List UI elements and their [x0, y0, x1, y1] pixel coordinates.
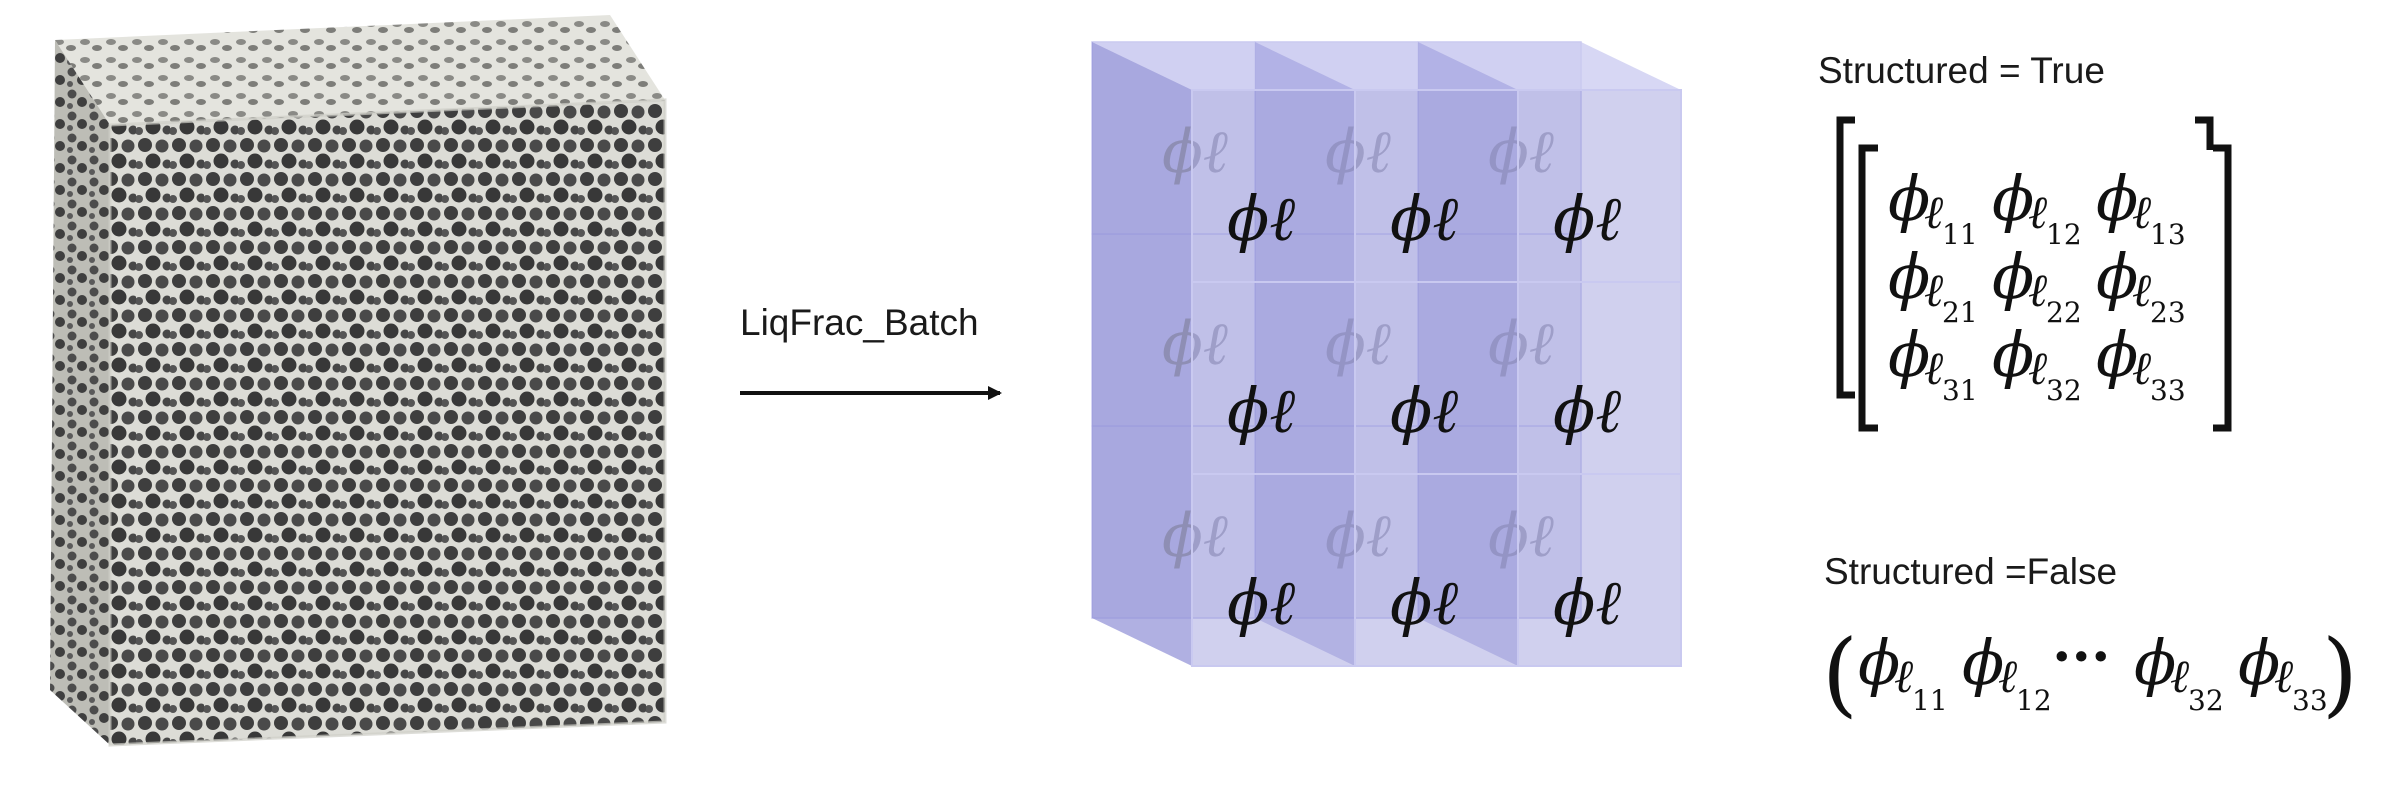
matrix-entry: ϕ: [1992, 318, 2034, 391]
matrix-entry: ϕ: [1888, 162, 1930, 235]
cube-phi-label: ϕℓ: [1390, 374, 1458, 447]
cube-back-phi-label: ϕℓ: [1488, 309, 1554, 379]
cube-back-phi-label: ϕℓ: [1325, 501, 1391, 571]
cube-front-cell: [1517, 281, 1682, 475]
arrow-label: LiqFrac_Batch: [740, 302, 979, 343]
matrix-entry-subscript: 31: [1942, 374, 1978, 407]
foam-side-face: [50, 40, 110, 745]
vector-entry-letter: ℓ: [2170, 649, 2190, 703]
cube-top-face: [1092, 42, 1681, 90]
structured-false-title: Structured =False: [1824, 551, 2117, 592]
foam-front-face: [110, 100, 665, 745]
matrix-entry-subscript: 13: [2150, 218, 2186, 251]
cube-front-cell: [1191, 473, 1356, 667]
cube-front-cell: [1191, 89, 1356, 283]
cube-back-phi-label: ϕℓ: [1162, 501, 1228, 571]
structured-false-panel: Structured =False ( ) ϕℓ11ϕℓ12ϕℓ32ϕℓ33··…: [1822, 551, 2358, 727]
matrix-entry-subscript: 32: [2046, 374, 2082, 407]
cube-phi-label: ϕℓ: [1227, 182, 1295, 255]
matrix-entry-subscript: 33: [2150, 374, 2186, 407]
cube-internal-slab: [1255, 42, 1355, 666]
matrix-entry-letter: ℓ: [1924, 263, 1944, 317]
matrix-entry-subscript: 22: [2046, 296, 2082, 329]
cube-phi-label: ϕℓ: [1227, 374, 1295, 447]
cube-back-phi-label: ϕℓ: [1162, 309, 1228, 379]
cube-front-cell: [1354, 473, 1519, 667]
matrix-bracket-back-right: [2195, 116, 2214, 150]
cube-phi-label: ϕℓ: [1553, 566, 1621, 639]
matrix-bracket-left: [1858, 144, 1878, 432]
matrix-entry-letter: ℓ: [2028, 263, 2048, 317]
matrix-entry-letter: ℓ: [1924, 341, 1944, 395]
transform-arrow: LiqFrac_Batch: [740, 302, 1002, 400]
cube-phi-label: ϕℓ: [1390, 182, 1458, 255]
matrix-entry-subscript: 12: [2046, 218, 2082, 251]
matrix-entry-letter: ℓ: [2028, 341, 2048, 395]
cube-back-phi-label: ϕℓ: [1162, 117, 1228, 187]
vector-paren-left: (: [1822, 620, 1858, 727]
matrix-entry: ϕ: [2096, 162, 2138, 235]
matrix-entry: ϕ: [1992, 162, 2034, 235]
cube-internal-slab: [1418, 42, 1518, 666]
cube-back-phi-label: ϕℓ: [1325, 117, 1391, 187]
matrix-entry-letter: ℓ: [2132, 263, 2152, 317]
matrix-entry: ϕ: [1992, 240, 2034, 313]
vector-entry-letter: ℓ: [2274, 649, 2294, 703]
matrix-entry: ϕ: [2096, 240, 2138, 313]
matrix-bracket-back-left: [1836, 116, 1855, 399]
structured-true-title: Structured = True: [1818, 50, 2105, 91]
matrix-entry-subscript: 11: [1942, 218, 1978, 251]
vector-entry-subscript: 32: [2188, 684, 2224, 717]
cube-front-cell: [1354, 89, 1519, 283]
matrix-entry-subscript: 21: [1942, 296, 1978, 329]
cube-phi-label: ϕℓ: [1553, 182, 1621, 255]
cube-back-cell: [1417, 425, 1582, 619]
matrix-entry: ϕ: [2096, 318, 2138, 391]
matrix-entry-letter: ℓ: [1924, 185, 1944, 239]
matrix-entry: ϕ: [1888, 240, 1930, 313]
matrix-entry-subscript: 23: [2150, 296, 2186, 329]
vector-entry: ϕ: [1858, 626, 1900, 699]
foam-top-face: [55, 15, 665, 125]
cube-left-face: [1092, 42, 1192, 666]
cube-back-phi-label: ϕℓ: [1488, 117, 1554, 187]
vector-entry-letter: ℓ: [1998, 649, 2018, 703]
cube-phi-label: ϕℓ: [1227, 566, 1295, 639]
matrix-entry-letter: ℓ: [2028, 185, 2048, 239]
cube-back-cell: [1417, 233, 1582, 427]
foam-sample-image: [50, 15, 667, 747]
matrix-entry: ϕ: [1888, 318, 1930, 391]
vector-entry-subscript: 12: [2016, 684, 2052, 717]
cube-front-cell: [1354, 281, 1519, 475]
vector-entry-letter: ℓ: [1894, 649, 1914, 703]
matrix-bracket-right: [2213, 144, 2232, 432]
vector-ellipsis: ···: [2052, 624, 2111, 690]
vector-entry-subscript: 11: [1912, 684, 1948, 717]
cube-phi-label: ϕℓ: [1390, 566, 1458, 639]
cube-phi-label: ϕℓ: [1553, 374, 1621, 447]
vector-entry: ϕ: [2238, 626, 2280, 699]
cube-back-phi-label: ϕℓ: [1488, 501, 1554, 571]
vector-entry: ϕ: [1962, 626, 2004, 699]
cube-back-phi-label: ϕℓ: [1325, 309, 1391, 379]
cube-back-cell: [1254, 425, 1419, 619]
vector-entry-subscript: 33: [2292, 684, 2328, 717]
vector-entry: ϕ: [2134, 626, 2176, 699]
cube-front-cell: [1517, 473, 1682, 667]
vector-paren-right: ): [2322, 620, 2358, 727]
matrix-entry-letter: ℓ: [2132, 185, 2152, 239]
matrix-entry-letter: ℓ: [2132, 341, 2152, 395]
